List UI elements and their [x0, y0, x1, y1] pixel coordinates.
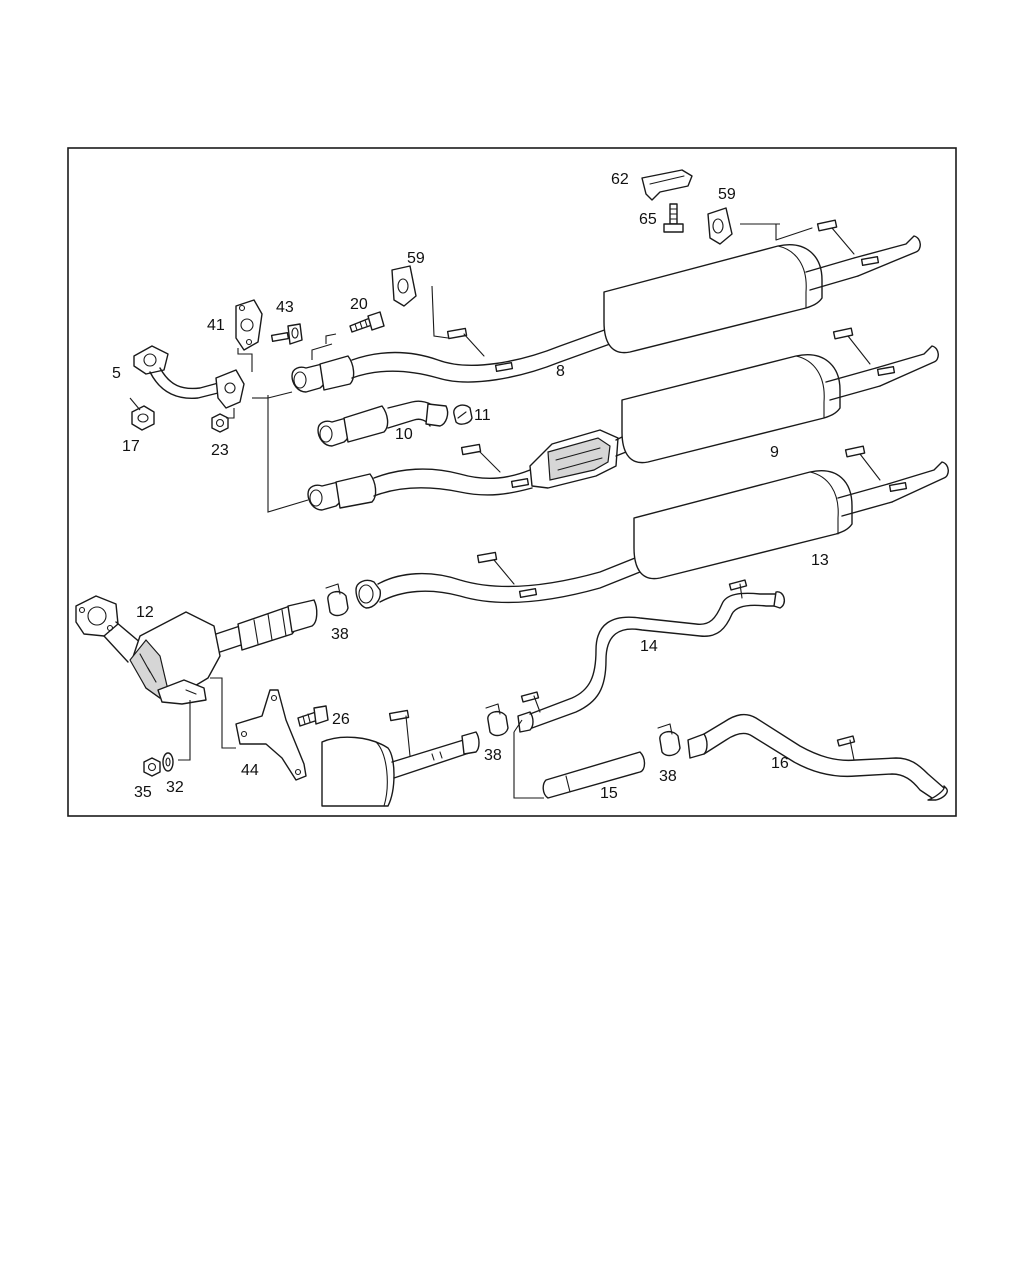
part-32-washer — [162, 752, 174, 772]
part-20-bolt — [349, 311, 385, 333]
part-labels: 62 65 59 59 41 43 20 5 8 11 10 17 23 9 1… — [112, 171, 829, 802]
part-13-muffler-assembly — [355, 445, 949, 609]
part-5-front-pipe — [133, 345, 245, 409]
part-62-bracket — [641, 169, 693, 201]
part-17-nut — [131, 405, 155, 431]
part-38-clamp-lower — [657, 723, 681, 757]
label-43: 43 — [276, 299, 294, 316]
leader-lines — [129, 223, 780, 799]
label-59-left: 59 — [407, 250, 425, 267]
part-38-clamp-middle — [485, 703, 509, 737]
part-14-tail-pipe — [517, 579, 786, 733]
label-17: 17 — [122, 438, 140, 455]
label-10: 10 — [395, 426, 413, 443]
part-38-clamp-upper — [325, 583, 349, 617]
part-9-muffler-assembly — [307, 327, 939, 511]
label-14: 14 — [640, 638, 658, 655]
label-41: 41 — [207, 317, 225, 334]
part-41-gasket — [235, 299, 263, 351]
label-12: 12 — [136, 604, 154, 621]
part-43-bolt — [270, 323, 303, 345]
label-44: 44 — [241, 762, 259, 779]
part-44-bracket — [235, 689, 307, 781]
part-15-straight-pipe — [542, 751, 646, 799]
label-11: 11 — [474, 407, 491, 424]
label-35: 35 — [134, 784, 152, 801]
label-62: 62 — [611, 171, 629, 188]
part-59-hanger-left — [391, 265, 417, 307]
label-20: 20 — [350, 296, 368, 313]
label-59-upper: 59 — [718, 186, 736, 203]
label-32: 32 — [166, 779, 184, 796]
label-26: 26 — [332, 711, 350, 728]
label-8: 8 — [556, 363, 565, 380]
label-38-upper: 38 — [331, 626, 349, 643]
label-16: 16 — [771, 755, 789, 772]
diagram-frame — [67, 147, 957, 817]
label-15: 15 — [600, 785, 618, 802]
part-16-tail-pipe — [687, 713, 948, 801]
label-38-middle: 38 — [484, 747, 502, 764]
label-38-lower: 38 — [659, 768, 677, 785]
label-23: 23 — [211, 442, 229, 459]
label-5: 5 — [112, 365, 121, 382]
part-59-hanger-upper — [707, 207, 733, 245]
part-35-nut — [143, 757, 161, 777]
part-23-nut — [211, 413, 229, 433]
label-65: 65 — [639, 211, 657, 228]
part-8-muffler-assembly — [291, 219, 921, 393]
part-12-catalytic-converter — [75, 595, 318, 705]
part-11-clamp — [453, 404, 473, 425]
part-65-bolt — [663, 203, 684, 233]
label-9: 9 — [770, 444, 779, 461]
label-13: 13 — [811, 552, 829, 569]
part-26-bolt — [297, 705, 329, 727]
partial-muffler — [321, 709, 480, 807]
part-10-intermediate-pipe — [317, 400, 449, 447]
